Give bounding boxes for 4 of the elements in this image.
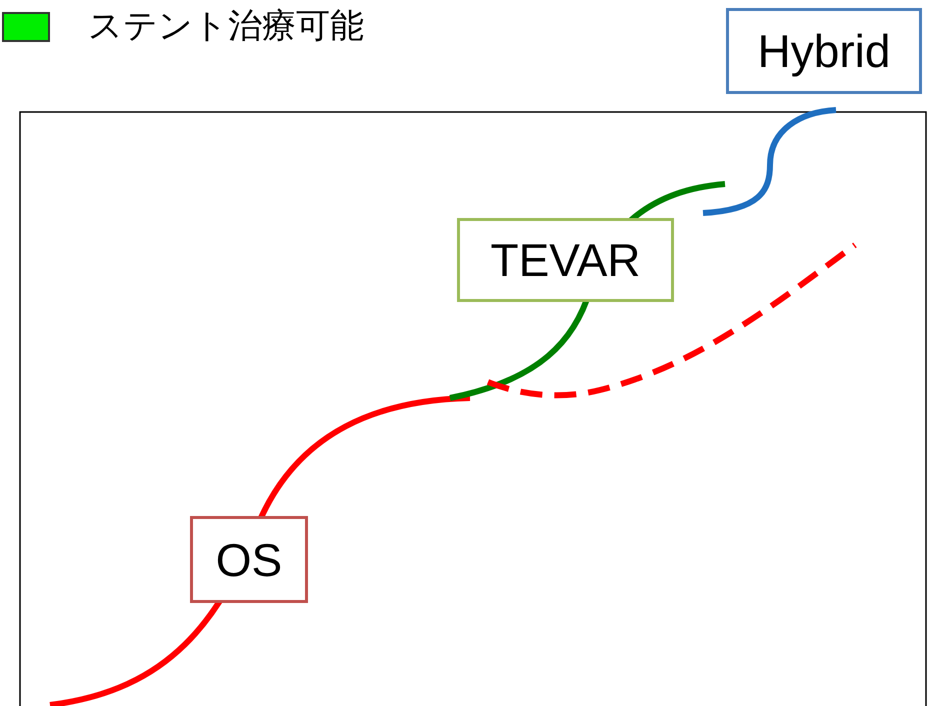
label-box: TEVAR [457, 218, 674, 302]
label-box: Hybrid [726, 8, 922, 94]
label-box: OS [190, 516, 308, 603]
legend-label: ステント治療可能 [88, 5, 364, 48]
